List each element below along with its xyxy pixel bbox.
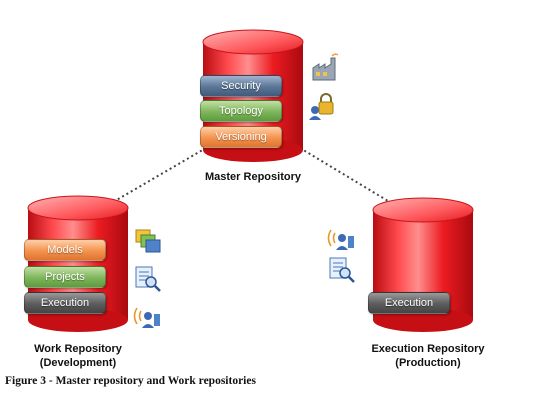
work-repository-subtitle: (Development): [39, 357, 117, 369]
module-models: Models: [24, 239, 106, 261]
module-versioning: Versioning: [200, 126, 282, 148]
work-repository-title: Work Repository: [34, 343, 122, 355]
execution-repository-subtitle: (Production): [395, 357, 461, 369]
module-execution: Execution: [24, 292, 106, 314]
execution-signal-icon: [327, 229, 354, 250]
module-execution-production: Execution: [368, 292, 450, 314]
execution-repository-cylinder: [372, 197, 474, 332]
execution-signal-icon: [133, 307, 160, 328]
connector-master-execution: [299, 147, 399, 208]
execution-repository-label: Execution Repository (Production): [358, 342, 498, 370]
models-icon: [135, 229, 161, 253]
figure-caption: Figure 3 - Master repository and Work re…: [5, 375, 256, 387]
factory-icon: [312, 53, 339, 81]
module-security: Security: [200, 75, 282, 97]
work-repository-label: Work Repository (Development): [18, 342, 138, 370]
execution-repository-title: Execution Repository: [371, 343, 485, 355]
projects-search-icon: [135, 266, 161, 292]
module-projects: Projects: [24, 266, 106, 288]
connector-master-work: [107, 147, 207, 206]
module-topology: Topology: [200, 100, 282, 122]
lock-user-icon: [309, 93, 334, 120]
projects-search-icon: [329, 257, 355, 283]
master-repository-label: Master Repository: [205, 171, 301, 183]
